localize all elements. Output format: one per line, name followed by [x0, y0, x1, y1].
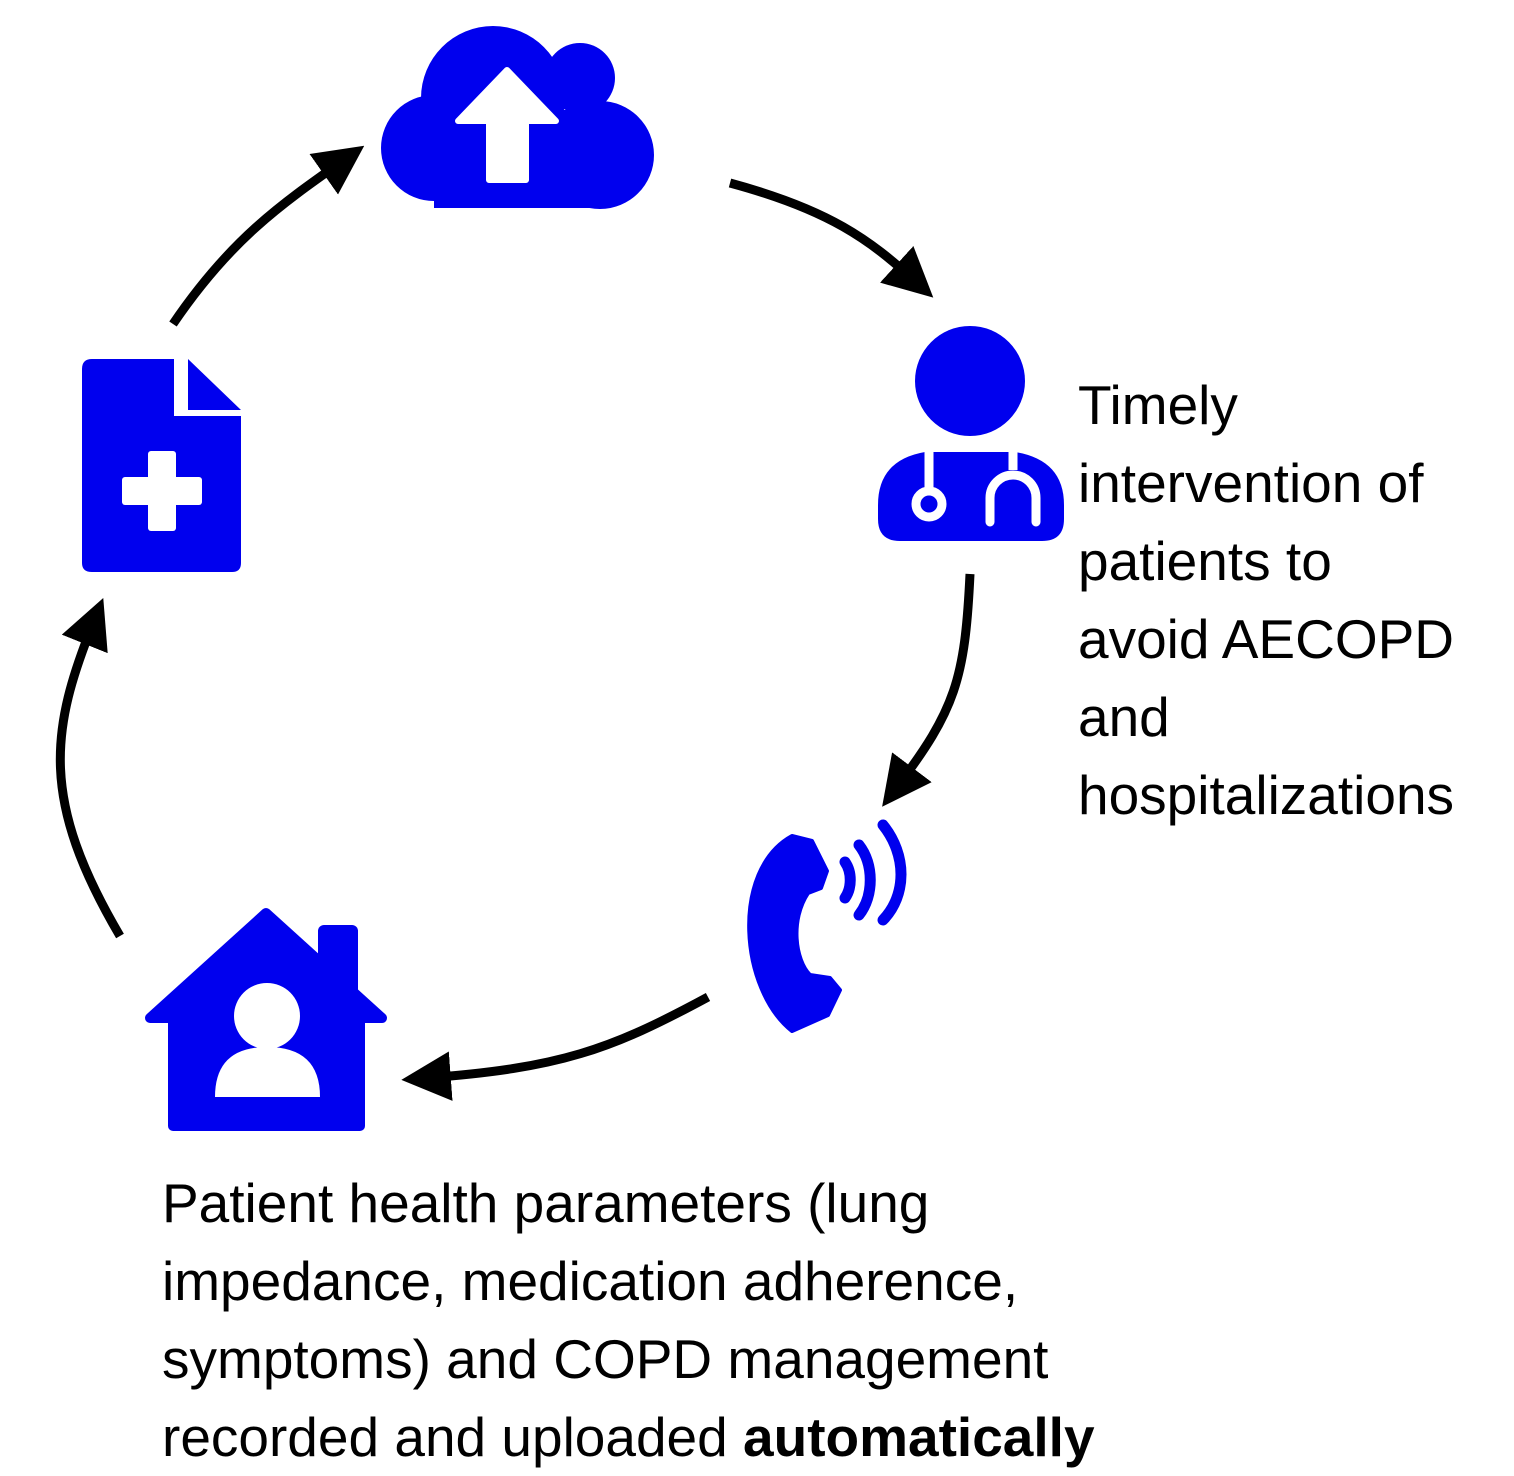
note-line: hospitalizations: [1078, 764, 1455, 826]
arrow-phone-to-home: [401, 993, 711, 1101]
arrow-home-to-record: [55, 598, 124, 939]
home-patient-icon: [145, 908, 387, 1131]
note-text: recorded and uploaded: [162, 1406, 744, 1468]
note-line: and: [1078, 686, 1170, 748]
arrow-doctor-to-phone: [882, 573, 975, 807]
note-emphasis: automatically: [743, 1406, 1095, 1468]
intervention-note: Timely intervention of patients to avoid…: [1078, 366, 1454, 834]
arrow-record-to-cloud: [169, 145, 365, 327]
note-line: avoid AECOPD: [1078, 608, 1455, 670]
note-line-last: recorded and uploaded automatically: [162, 1398, 1095, 1476]
note-line: intervention of: [1078, 452, 1424, 514]
note-line: patients to: [1078, 530, 1332, 592]
note-line: Patient health parameters (lung: [162, 1172, 930, 1234]
note-line: impedance, medication adherence,: [162, 1250, 1019, 1312]
arrow-cloud-to-doctor: [728, 178, 934, 298]
note-line: symptoms) and COPD management: [162, 1328, 1049, 1390]
parameters-note: Patient health parameters (lung impedanc…: [162, 1164, 1095, 1476]
cloud-upload-icon: [381, 26, 654, 209]
medical-record-icon: [82, 359, 241, 572]
phone-ringing-icon: [747, 819, 907, 1033]
note-line: Timely: [1078, 374, 1238, 436]
doctor-stethoscope-icon: [878, 326, 1064, 541]
